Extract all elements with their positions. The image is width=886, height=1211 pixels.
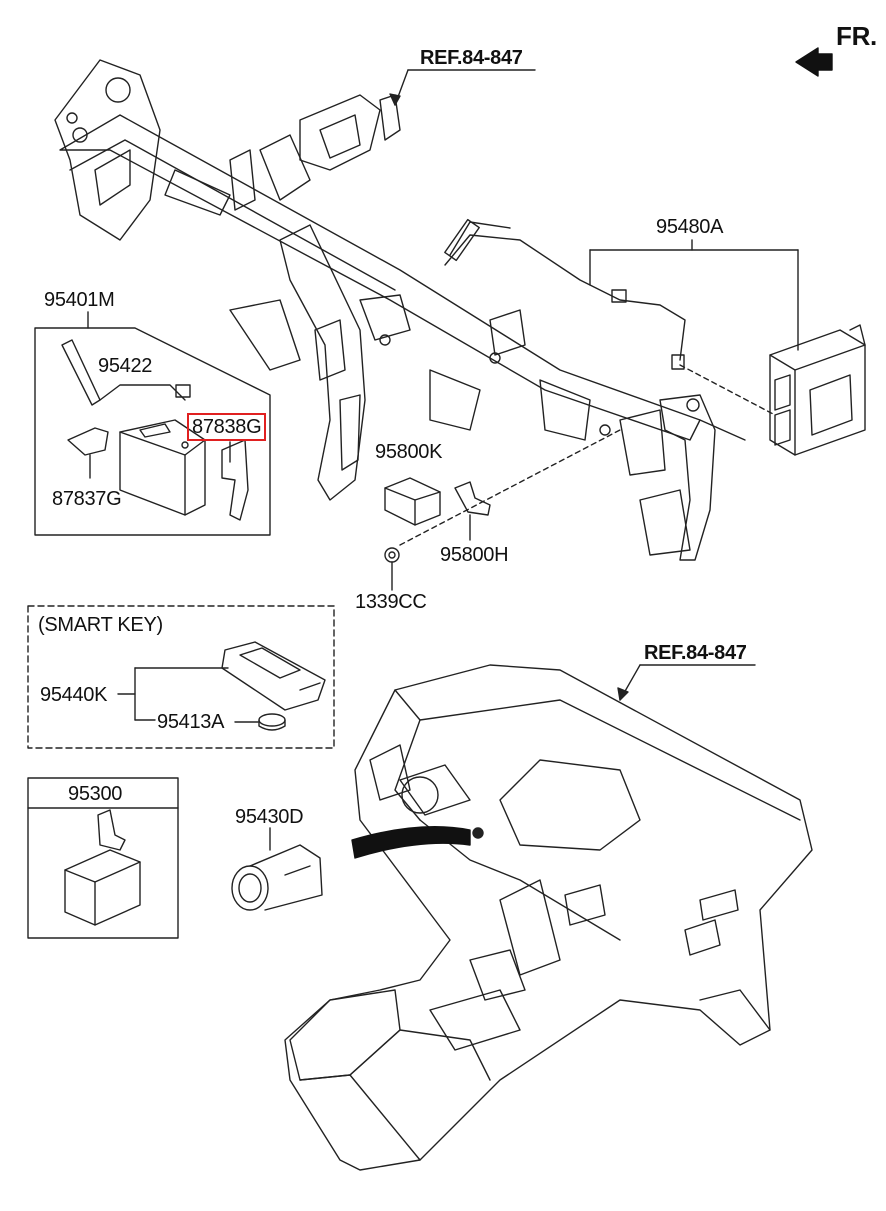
part-95413A-battery <box>234 713 286 731</box>
leader-95480A <box>589 239 799 416</box>
crash-pad-assembly <box>284 664 813 1171</box>
part-87837G-bracket <box>67 427 109 479</box>
label-95440K: 95440K <box>40 684 108 706</box>
direction-label: FR. <box>836 21 877 51</box>
box-smart-key <box>27 605 335 749</box>
part-87838G-bracket <box>221 439 249 521</box>
body-control-module <box>769 324 866 456</box>
cowl-cross-bar <box>54 59 746 561</box>
box-95401M <box>34 311 271 536</box>
label-95480A: 95480A <box>656 216 724 238</box>
part-95422-antenna <box>61 339 191 406</box>
ref-label-bottom: REF.84-847 <box>644 642 747 664</box>
label-95413A: 95413A <box>157 711 225 733</box>
part-95800K <box>384 477 441 526</box>
label-95430D: 95430D <box>235 806 304 828</box>
label-smart-key: (SMART KEY) <box>38 614 163 636</box>
ref-label-top: REF.84-847 <box>420 47 523 69</box>
part-95440K-fob <box>117 641 326 721</box>
part-95800H <box>399 429 621 546</box>
label-95300: 95300 <box>68 783 123 805</box>
part-95430D-start-button <box>231 827 323 911</box>
label-95401M: 95401M <box>44 289 115 311</box>
label-1339CC: 1339CC <box>355 591 427 613</box>
label-95422: 95422 <box>98 355 153 377</box>
fr-arrow-icon <box>795 47 833 77</box>
part-95401M-module <box>119 419 206 516</box>
label-87838G-highlighted: 87838G <box>187 413 267 441</box>
part-1339CC <box>384 547 400 591</box>
antenna-harness <box>444 218 686 370</box>
box-95300 <box>27 777 179 939</box>
ref-leaders <box>389 69 756 701</box>
label-95800H: 95800H <box>440 544 509 566</box>
label-95800K: 95800K <box>375 441 443 463</box>
label-87837G: 87837G <box>52 488 122 510</box>
pointer-arrow-icon <box>351 825 471 859</box>
